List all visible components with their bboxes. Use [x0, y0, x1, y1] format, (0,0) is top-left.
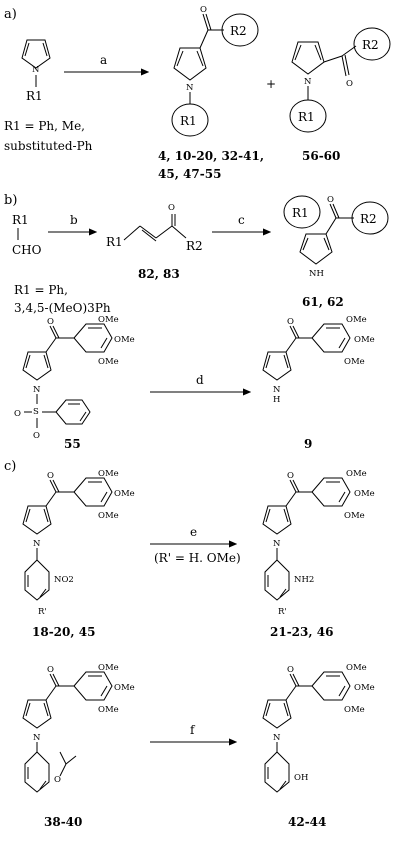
scheme-e-product-r-prime: R' [278, 607, 287, 617]
product-b-nh-label: NH [309, 269, 324, 279]
scheme-f-product-structure: O OMe OMe OMe N OH [262, 663, 375, 793]
scheme-f-start-structure: O OMe OMe OMe N O [22, 663, 135, 793]
scheme-d-product-ome3: OMe [344, 357, 365, 367]
product1-r2-label: R2 [230, 24, 247, 38]
arrow-f-label: f [190, 723, 196, 737]
aldehyde-r1-label: R1 [12, 213, 29, 227]
scheme-e-start-r-prime: R' [38, 607, 47, 617]
enone-o-atom: O [168, 203, 175, 213]
product2-o-atom: O [346, 79, 353, 89]
r1-definition-b-line1: R1 = Ph, [14, 283, 68, 297]
scheme-d-so-o2: O [33, 431, 40, 441]
scheme-e-product-n-atom: N [273, 539, 281, 549]
section-label-c: c) [4, 459, 16, 474]
product-b-r2-label: R2 [360, 212, 377, 226]
scheme-e-product-o-atom: O [287, 471, 294, 481]
product-b-o-atom: O [327, 195, 334, 205]
scheme-f-start-carbonyl-o: O [47, 665, 54, 675]
scheme-f-start-compound-numbers: 38-40 [44, 815, 82, 829]
product1-compound-numbers-line2: 45, 47-55 [158, 167, 221, 181]
scheme-d-product-ome1: OMe [346, 315, 367, 325]
product2-compound-numbers: 56-60 [302, 149, 340, 163]
scheme-e-start-ome1: OMe [98, 469, 119, 479]
arrow-d-label: d [196, 373, 204, 387]
scheme-d-product-h-atom: H [273, 395, 280, 405]
arrow-a-label: a [100, 53, 107, 67]
scheme-d-start-o-atom: O [47, 317, 54, 327]
scheme-d-start-ome1: OMe [98, 315, 119, 325]
pyrrole-r1-label: R1 [26, 89, 43, 103]
product-b-compound-numbers: 61, 62 [302, 295, 344, 309]
scheme-e-start-ome2: OMe [114, 489, 135, 499]
product1-n-atom: N [186, 83, 194, 93]
scheme-e-nh2-label: NH2 [294, 575, 314, 585]
r1-definition-a-line2: substituted-Ph [4, 139, 93, 153]
pyrrole-start-structure: N R1 [21, 39, 51, 103]
scheme-e-start-structure: O OMe OMe OMe N NO2 R' [22, 469, 135, 617]
scheme-f-product-ome3: OMe [344, 705, 365, 715]
scheme-f-product-ome2: OMe [354, 683, 375, 693]
enone-r2-label: R2 [186, 239, 203, 253]
product2-n-atom: N [304, 77, 312, 87]
sulfonyl-pyrrole-start-structure: O OMe OMe OMe N S O O [14, 315, 135, 441]
section-label-a: a) [4, 7, 17, 22]
scheme-f-ether-o-label: O [54, 775, 61, 785]
pyrrole-n-atom: N [32, 65, 40, 75]
product-3-acylpyrrole-structure: O R2 N R1 [171, 5, 259, 137]
aldehyde-cho-label: CHO [12, 243, 42, 257]
scheme-d-start-ome2: OMe [114, 335, 135, 345]
r1-definition-a-line1: R1 = Ph, Me, [4, 119, 85, 133]
scheme-f-start-n-atom: N [33, 733, 41, 743]
scheme-e-product-ome2: OMe [354, 489, 375, 499]
r1-definition-b-line2: 3,4,5-(MeO)3Ph [14, 301, 111, 315]
scheme-e-product-ome1: OMe [346, 469, 367, 479]
product-b-r1-label: R1 [292, 206, 309, 220]
arrow-e-note: (R' = H. OMe) [154, 551, 241, 565]
arrow-e-label: e [190, 525, 197, 539]
scheme-d-start-ome3: OMe [98, 357, 119, 367]
product2-r1-label: R1 [298, 110, 315, 124]
scheme-e-product-compound-numbers: 21-23, 46 [270, 625, 333, 639]
scheme-e-no2-label: NO2 [54, 575, 74, 585]
product2-r2-label: R2 [362, 38, 379, 52]
scheme-f-product-n-atom: N [273, 733, 281, 743]
scheme-f-start-ome3: OMe [98, 705, 119, 715]
scheme-f-product-ome1: OMe [346, 663, 367, 673]
product-2-acylpyrrole-structure: O R2 N R1 [289, 27, 391, 133]
scheme-d-so-o1: O [14, 409, 21, 419]
scheme-f-product-compound-numbers: 42-44 [288, 815, 326, 829]
pyrrole-3-4-disubstituted-structure: R1 O R2 NH [283, 195, 389, 279]
scheme-e-start-compound-numbers: 18-20, 45 [32, 625, 95, 639]
scheme-f-start-ome2: OMe [114, 683, 135, 693]
scheme-f-product-carbonyl-o: O [287, 665, 294, 675]
scheme-e-product-structure: O OMe OMe OMe N NH2 R' [262, 469, 375, 617]
scheme-d-product-n-atom: N [273, 385, 281, 395]
scheme-e-start-n-atom: N [33, 539, 41, 549]
product1-compound-numbers-line1: 4, 10-20, 32-41, [158, 149, 264, 163]
plus-sign: + [266, 77, 276, 91]
scheme-d-product-o-atom: O [287, 317, 294, 327]
arrow-b-label: b [70, 213, 78, 227]
arrow-c-label: c [238, 213, 245, 227]
scheme-d-start-n-atom: N [33, 385, 41, 395]
scheme-f-oh-label: OH [294, 773, 308, 783]
scheme-e-start-o-atom: O [47, 471, 54, 481]
enone-r1-label: R1 [106, 235, 123, 249]
scheme-d-product-compound-number: 9 [304, 437, 312, 451]
scheme-f-start-ome1: OMe [98, 663, 119, 673]
scheme-d-product-structure: O OMe OMe OMe N H [262, 315, 375, 405]
scheme-e-start-ome3: OMe [98, 511, 119, 521]
scheme-d-s-atom: S [33, 407, 39, 417]
enone-structure: R1 O R2 [106, 203, 203, 253]
scheme-e-product-ome3: OMe [344, 511, 365, 521]
aldehyde-start-structure: R1 CHO [12, 213, 42, 257]
product1-o-atom: O [200, 5, 207, 15]
section-label-b: b) [4, 193, 17, 208]
product1-r1-label: R1 [180, 114, 197, 128]
scheme-d-product-ome2: OMe [354, 335, 375, 345]
enone-compound-numbers: 82, 83 [138, 267, 180, 281]
scheme-d-start-compound-number: 55 [64, 437, 81, 451]
